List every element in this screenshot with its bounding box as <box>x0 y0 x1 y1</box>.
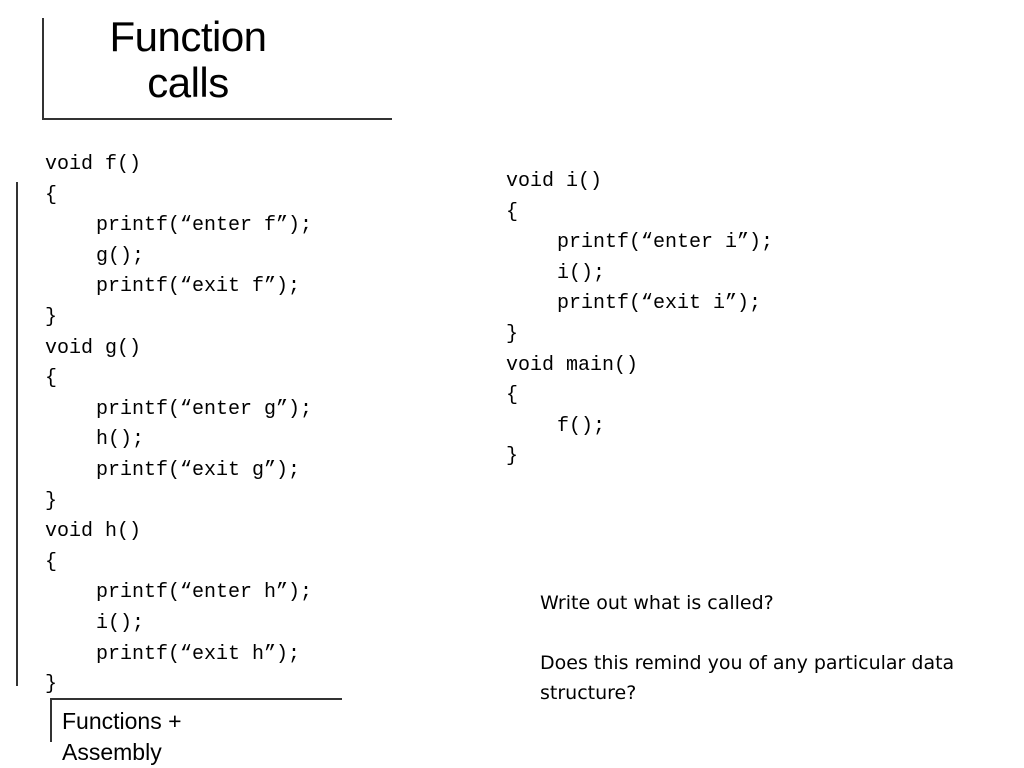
footer-box-left-border <box>50 698 52 742</box>
question-1: Write out what is called? <box>540 592 774 614</box>
code-line: printf(“exit i”); <box>557 292 762 316</box>
code-block-left: void f() { printf(“enter f”); g(); printf(“e… <box>45 150 312 701</box>
questions-block: Write out what is called? Does this remi… <box>540 588 1010 738</box>
code-line: { <box>45 183 58 207</box>
code-line: i(); <box>557 261 606 285</box>
title-box-left-border <box>42 18 44 118</box>
code-line: h(); <box>96 428 145 452</box>
code-line: printf(“enter i”); <box>557 231 774 255</box>
code-block-right: void i() { printf(“enter i”); i(); printf(“e… <box>506 167 773 473</box>
code-line: { <box>506 200 519 224</box>
footer-line-1: Functions + <box>62 708 182 734</box>
code-line: void i() <box>506 170 603 193</box>
code-line: void g() <box>45 336 142 360</box>
code-line: } <box>506 445 519 469</box>
slide-title: Function calls <box>60 14 316 106</box>
code-line: void main() <box>506 353 639 377</box>
code-line: printf(“exit g”); <box>96 458 301 482</box>
code-line: g(); <box>96 244 145 268</box>
code-line: { <box>45 550 58 574</box>
question-2: Does this remind you of any particular d… <box>540 652 955 704</box>
code-line: printf(“enter g”); <box>96 397 313 421</box>
code-margin-line <box>16 182 18 686</box>
footer-label: Functions + Assembly <box>62 706 262 768</box>
slide-title-line-2: calls <box>147 59 229 106</box>
code-line: printf(“enter h”); <box>96 581 313 605</box>
footer-box-top-border <box>50 698 342 700</box>
code-line: i(); <box>96 611 145 635</box>
code-line: } <box>45 673 58 697</box>
code-line: void f() <box>45 153 142 176</box>
slide-title-line-1: Function <box>109 13 267 60</box>
title-box-bottom-border <box>42 118 392 120</box>
footer-line-2: Assembly <box>62 739 162 765</box>
code-line: } <box>506 322 519 346</box>
code-line: void h() <box>45 520 142 544</box>
code-line: printf(“exit f”); <box>96 275 301 299</box>
code-line: f(); <box>557 414 606 438</box>
code-line: { <box>506 384 519 408</box>
code-line: printf(“enter f”); <box>96 214 313 238</box>
code-line: } <box>45 489 58 513</box>
code-line: } <box>45 305 58 329</box>
code-line: { <box>45 367 58 391</box>
code-line: printf(“exit h”); <box>96 642 301 666</box>
